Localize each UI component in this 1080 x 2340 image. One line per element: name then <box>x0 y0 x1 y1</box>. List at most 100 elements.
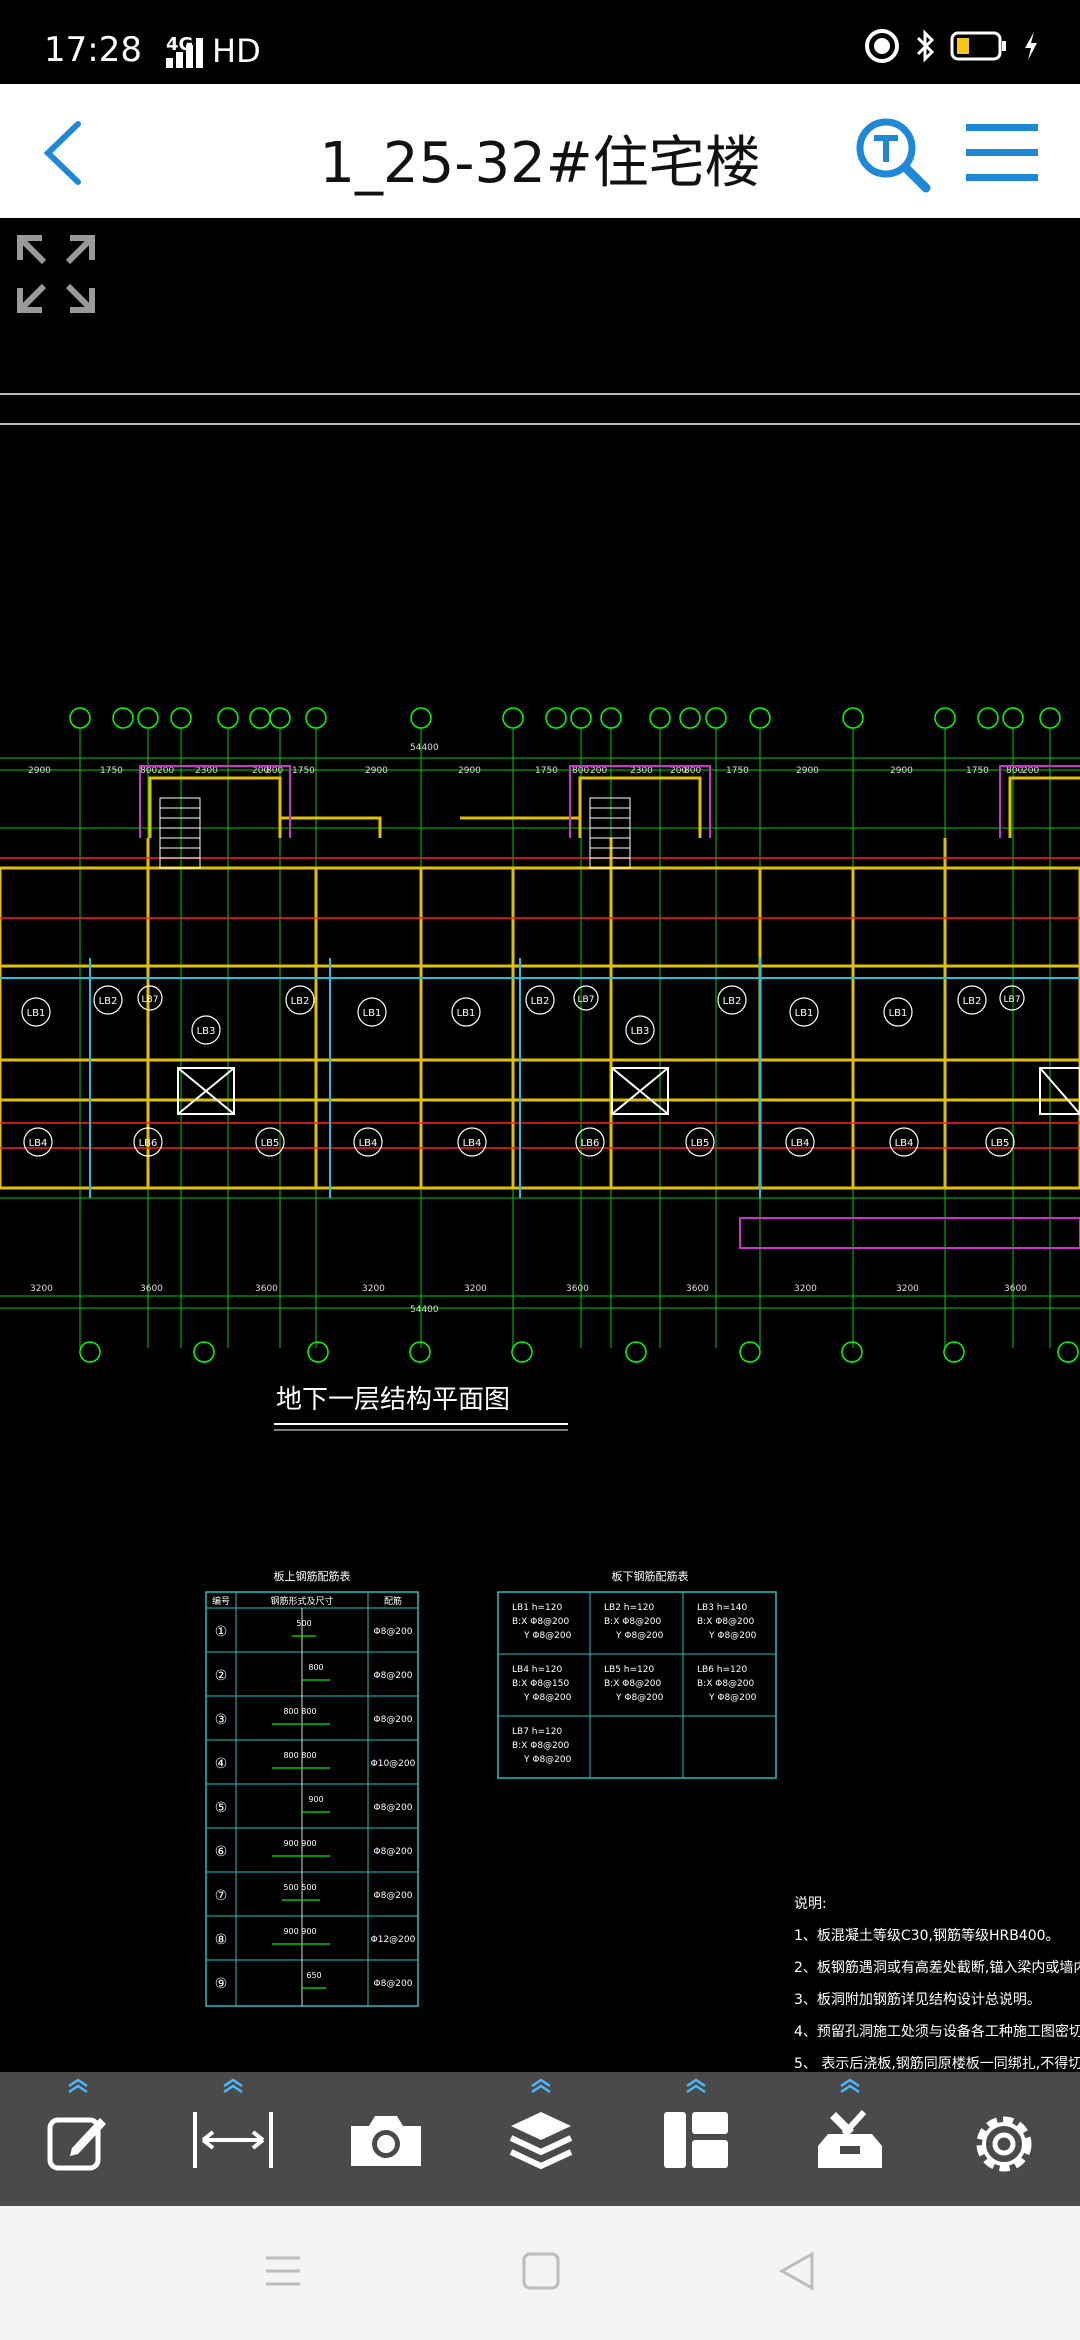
table1-row-dims: 650 <box>306 1971 321 1980</box>
table1-row-rebar: Φ8@200 <box>374 1847 413 1857</box>
battery-icon <box>950 31 1006 61</box>
back-nav-icon[interactable] <box>776 2250 818 2292</box>
rebar-table-top: 板上钢筋配筋表 编号 钢筋形式及尺寸 配筋 ① ② ③ ④ ⑤ ⑥ ⑦ ⑧ ⑨ … <box>205 1569 419 2007</box>
table1-row-dims: 900 900 <box>283 1927 316 1936</box>
slab-label: LB4 <box>791 1138 810 1149</box>
cad-drawing: 2900 1750 800 200 2300 200 800 1750 2900… <box>0 393 1080 2072</box>
dim-bottom-2: 3600 <box>255 1284 278 1294</box>
notes-line: 2、板钢筋遇洞或有高差处截断,锚入梁内或墙内。 <box>794 1959 1080 1976</box>
slab-label: LB3 <box>197 1026 216 1037</box>
table1-title: 板上钢筋配筋表 <box>274 1569 351 1583</box>
table1-row-rebar: Φ8@200 <box>374 1627 413 1637</box>
dim-top-6: 800 <box>266 766 283 776</box>
dim-bottom-9: 3600 <box>1004 1284 1027 1294</box>
table2-cell: B:X Φ8@200 <box>604 1679 661 1689</box>
layers-tool[interactable] <box>481 2072 601 2206</box>
plan-title: 地下一层结构平面图 <box>276 1385 510 1415</box>
dim-top-7: 1750 <box>292 766 315 776</box>
slab-label: LB3 <box>631 1026 650 1037</box>
dim-top-18: 2900 <box>890 766 913 776</box>
table1-row-rebar: Φ8@200 <box>374 1979 413 1989</box>
layout-tool[interactable] <box>636 2072 756 2206</box>
table2-cell: B:X Φ8@200 <box>697 1679 754 1689</box>
text-search-icon[interactable] <box>852 114 932 194</box>
chevron-up-icon[interactable] <box>684 2078 708 2094</box>
table1-row-no: ⑥ <box>215 1844 228 1860</box>
status-bar: 17:28 4G HD <box>0 0 1080 84</box>
gear-icon[interactable] <box>968 2108 1040 2180</box>
measure-icon[interactable] <box>191 2108 275 2172</box>
table1-row-dims: 800 800 <box>283 1707 316 1716</box>
back-icon[interactable] <box>38 120 88 186</box>
slab-label: LB1 <box>27 1008 46 1019</box>
table2-cell: LB1 h=120 <box>512 1603 562 1613</box>
table2-cell: B:X Φ8@150 <box>512 1679 569 1689</box>
camera-icon[interactable] <box>347 2108 425 2172</box>
dim-top-1: 1750 <box>100 766 123 776</box>
slab-label: LB2 <box>723 996 742 1007</box>
dim-top-10: 1750 <box>535 766 558 776</box>
app-header: 1_25-32#住宅楼 <box>0 84 1080 218</box>
edit-icon[interactable] <box>46 2108 110 2172</box>
toolbox-icon[interactable] <box>814 2108 886 2172</box>
markup-tool[interactable] <box>18 2072 138 2206</box>
home-icon[interactable] <box>520 2250 562 2292</box>
chevron-up-icon[interactable] <box>221 2078 245 2094</box>
menu-icon[interactable] <box>964 120 1040 184</box>
chevron-up-icon[interactable] <box>838 2078 862 2094</box>
table2-cell: LB3 h=140 <box>697 1603 747 1613</box>
table1-header: 配筋 <box>384 1595 402 1607</box>
table1-row-dims: 900 <box>308 1795 323 1804</box>
table1-row-no: ⑤ <box>215 1800 228 1816</box>
table2-cell: Y Φ8@200 <box>615 1631 664 1641</box>
table2-cell: Y Φ8@200 <box>523 1755 572 1765</box>
dim-bottom-7: 3200 <box>794 1284 817 1294</box>
slab-label: LB5 <box>991 1138 1010 1149</box>
slab-label: LB4 <box>463 1138 482 1149</box>
layout-icon[interactable] <box>662 2108 730 2172</box>
table1-row-rebar: Φ8@200 <box>374 1803 413 1813</box>
table1-row-no: ④ <box>215 1756 228 1772</box>
dim-top-3: 200 <box>157 766 174 776</box>
recents-icon[interactable] <box>262 2250 304 2292</box>
dim-bottom-1: 3600 <box>140 1284 163 1294</box>
measure-tool[interactable] <box>173 2072 293 2206</box>
table2-cell: Y Φ8@200 <box>708 1631 757 1641</box>
table2-cell: LB4 h=120 <box>512 1665 562 1675</box>
tools-tool[interactable] <box>790 2072 910 2206</box>
table1-row-dims: 500 <box>296 1619 311 1628</box>
do-not-disturb-icon <box>865 29 899 63</box>
slab-label: LB4 <box>895 1138 914 1149</box>
camera-tool[interactable] <box>326 2072 446 2206</box>
table1-row-dims: 800 800 <box>283 1751 316 1760</box>
slab-label: LB5 <box>691 1138 710 1149</box>
table1-row-no: ⑧ <box>215 1932 228 1948</box>
table1-row-rebar: Φ10@200 <box>371 1759 416 1769</box>
slab-label: LB1 <box>889 1008 908 1019</box>
table2-cell: Y Φ8@200 <box>708 1693 757 1703</box>
table1-row-no: ⑦ <box>215 1888 228 1904</box>
hd-indicator: HD <box>212 32 261 70</box>
dim-top-19: 1750 <box>966 766 989 776</box>
charging-icon <box>1025 32 1037 60</box>
bottom-toolbar <box>0 2072 1080 2206</box>
table2-cell: Y Φ8@200 <box>523 1693 572 1703</box>
slab-label: LB2 <box>99 996 118 1007</box>
table2-cell: Y Φ8@200 <box>523 1631 572 1641</box>
slab-label: LB1 <box>795 1008 814 1019</box>
system-nav-bar <box>0 2206 1080 2340</box>
slab-label: LB7 <box>142 995 159 1005</box>
chevron-up-icon[interactable] <box>529 2078 553 2094</box>
dim-bottom-4: 3200 <box>464 1284 487 1294</box>
dim-top-13: 2300 <box>630 766 653 776</box>
slab-label: LB6 <box>139 1138 158 1149</box>
fullscreen-icon[interactable] <box>14 232 98 316</box>
table2-cell: B:X Φ8@200 <box>604 1617 661 1627</box>
slab-label: LB1 <box>363 1008 382 1019</box>
layers-icon[interactable] <box>507 2108 575 2172</box>
table1-row-dims: 800 <box>308 1663 323 1672</box>
chevron-up-icon[interactable] <box>66 2078 90 2094</box>
drawing-canvas[interactable]: 2900 1750 800 200 2300 200 800 1750 2900… <box>0 218 1080 2072</box>
settings-tool[interactable] <box>944 2072 1064 2206</box>
slab-label: LB7 <box>578 995 595 1005</box>
